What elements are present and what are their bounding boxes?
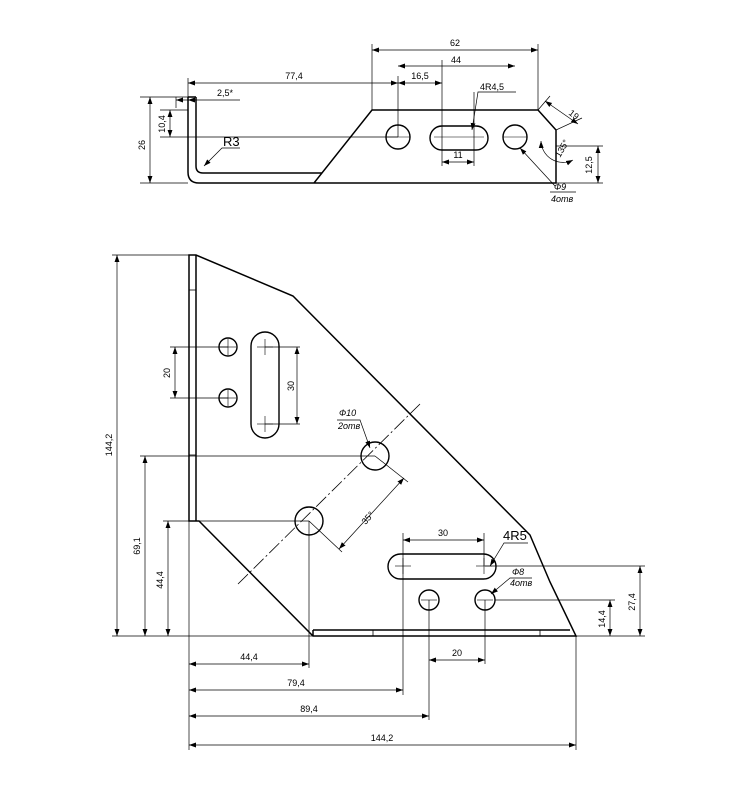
callout-dia10: Ф10 <box>339 408 356 418</box>
dim-4r4-5: 4R4,5 <box>480 82 504 92</box>
dim-2-5: 2,5* <box>217 88 234 98</box>
dim-44: 44 <box>451 55 461 65</box>
dim-44-4-v: 44,4 <box>155 571 165 589</box>
dim-79-4: 79,4 <box>287 678 305 688</box>
center-line-diagonal <box>237 403 421 585</box>
dim-19-line <box>544 100 579 125</box>
leader-dia8 <box>490 577 532 595</box>
callout-dia9-count: 4отв <box>551 194 574 204</box>
callout-dia8-count: 4отв <box>510 578 533 588</box>
leader-dia9 <box>519 147 556 187</box>
plan-view: 144,2 69,1 44,4 20 30 Ф10 2отв 35° 30 4R… <box>104 254 645 750</box>
dim-30-v: 30 <box>286 381 296 391</box>
dim-12-5: 12,5 <box>584 156 594 174</box>
side-slot <box>429 125 489 151</box>
dim-11: 11 <box>453 150 462 160</box>
dim-30-h: 30 <box>438 528 448 538</box>
leader-4r4-5 <box>470 91 516 131</box>
dim-20-h: 20 <box>452 648 462 658</box>
dim-77-4: 77,4 <box>285 71 303 81</box>
dim-20-v: 20 <box>162 368 172 378</box>
dim-26: 26 <box>137 140 147 150</box>
leader-dia10 <box>337 419 371 449</box>
callout-dia9: Ф9 <box>554 182 566 192</box>
leader-4r5 <box>489 542 528 567</box>
callout-dia10-count: 2отв <box>337 421 361 431</box>
dim-4r5: 4R5 <box>503 528 527 543</box>
dim-44-4-h: 44,4 <box>240 652 258 662</box>
angle-135-arc <box>538 140 574 166</box>
dim-27-4: 27,4 <box>627 593 637 611</box>
dim-35-line <box>338 477 405 550</box>
plan-slot-vertical <box>250 331 280 439</box>
side-view-inner-outline <box>195 110 322 174</box>
dim-16-5: 16,5 <box>411 71 429 81</box>
dim-144-2-h: 144,2 <box>371 733 394 743</box>
dim-14-4: 14,4 <box>597 610 607 628</box>
dim-10-4: 10,4 <box>157 115 167 133</box>
side-view-outline <box>187 97 557 184</box>
dim-144-2-v: 144,2 <box>104 434 114 457</box>
dim-62: 62 <box>450 38 460 48</box>
dim-r3: R3 <box>223 134 240 149</box>
callout-dia8: Ф8 <box>512 567 524 577</box>
side-view: 62 44 16,5 77,4 2,5* 4R4,5 19 135° 12,5 … <box>137 38 603 204</box>
dim-69-1: 69,1 <box>132 537 142 555</box>
plan-slot-horizontal <box>387 553 497 580</box>
leader-r3 <box>203 147 240 167</box>
dim-19: 19 <box>567 108 581 122</box>
dim-89-4: 89,4 <box>300 704 318 714</box>
